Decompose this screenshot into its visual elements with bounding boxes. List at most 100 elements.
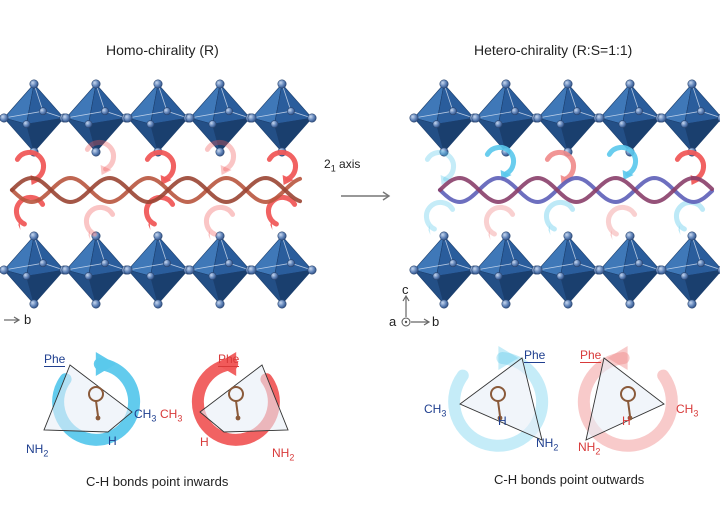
atom	[91, 299, 101, 309]
left-axis-indicator	[4, 316, 21, 324]
atom	[0, 265, 9, 275]
atom	[409, 265, 419, 275]
chiral-motif	[191, 352, 289, 446]
atom	[215, 299, 225, 309]
atom	[680, 120, 689, 129]
left-motif1-nh2-label: NH2	[26, 442, 49, 459]
oct-edge	[629, 235, 640, 264]
atom	[123, 113, 133, 123]
oct-edge	[157, 83, 168, 112]
bond	[497, 400, 501, 417]
atom	[84, 120, 93, 129]
octahedron	[0, 231, 69, 309]
arrow-head	[270, 220, 273, 230]
tetrahedron	[199, 364, 289, 433]
atom	[556, 272, 565, 281]
atom	[625, 299, 635, 309]
oct-edge	[219, 83, 230, 112]
right-helix-chains	[438, 175, 714, 205]
atom	[449, 259, 457, 268]
right-axis-a-label: a	[389, 314, 397, 329]
chiral-motif	[577, 346, 678, 452]
arrow-head	[678, 225, 681, 235]
atom	[146, 272, 155, 281]
atom	[625, 79, 635, 89]
octahedron	[61, 231, 131, 309]
atom	[533, 113, 543, 123]
atom	[409, 113, 419, 123]
atom	[618, 120, 627, 129]
octahedron	[247, 79, 317, 157]
oct-edge	[33, 235, 44, 264]
atom-dot	[95, 415, 101, 421]
atom	[471, 265, 481, 275]
atom	[573, 107, 581, 116]
atom	[123, 265, 133, 275]
oct-edge	[281, 235, 292, 264]
atom	[439, 147, 449, 157]
arrow-head	[18, 220, 21, 230]
octahedron	[185, 79, 255, 157]
right-motif1-phe-label: Phe	[524, 348, 546, 363]
atom	[501, 79, 511, 89]
atom-dot	[497, 415, 503, 421]
bond	[95, 400, 99, 417]
octahedron	[409, 231, 479, 309]
atom	[215, 231, 225, 241]
oct-edge	[443, 83, 454, 112]
left-motif1-h-label: H	[108, 434, 117, 448]
atom	[471, 113, 481, 123]
right-rotation-arrows	[423, 144, 707, 240]
oct-face	[684, 270, 720, 305]
right-caption: C-H bonds point outwards	[494, 472, 645, 487]
oct-face	[622, 269, 661, 305]
motif-arrow	[448, 352, 549, 452]
atom-dot	[627, 415, 633, 421]
atom	[687, 231, 697, 241]
atom	[270, 272, 279, 281]
rotation-arrow	[673, 199, 706, 232]
motif-arrow-head	[607, 346, 628, 370]
motif-arrow-head	[498, 346, 519, 370]
atom	[185, 113, 195, 123]
atom	[247, 113, 257, 123]
bond	[235, 400, 239, 417]
arrow-head	[100, 165, 112, 175]
atom	[717, 265, 720, 275]
atom	[208, 120, 217, 129]
atom	[29, 299, 39, 309]
arrow-head	[548, 225, 551, 235]
atom	[501, 299, 511, 309]
atom	[657, 265, 667, 275]
atom	[215, 79, 225, 89]
right-top-octahedra-layer	[409, 79, 720, 157]
oct-face	[436, 117, 475, 153]
oct-edge	[443, 235, 454, 264]
bond	[627, 400, 631, 417]
rotation-arrow	[266, 149, 299, 182]
atom	[61, 113, 71, 123]
rotation-arrow	[203, 204, 236, 237]
octahedron	[185, 231, 255, 309]
atom	[680, 272, 689, 281]
rotation-arrow	[204, 139, 237, 172]
atom	[22, 120, 31, 129]
motif-arrow	[577, 352, 678, 452]
atom	[153, 79, 163, 89]
atom	[101, 259, 109, 268]
oct-face	[26, 269, 65, 305]
helix-strand	[438, 175, 714, 205]
tetrahedron	[459, 357, 543, 441]
octahedron	[247, 231, 317, 309]
rotation-arrow	[14, 149, 47, 182]
screw-axis-label: 21 axis	[324, 157, 361, 174]
atom	[247, 265, 257, 275]
atom	[277, 299, 287, 309]
rotation-arrow	[674, 149, 707, 182]
atom	[153, 299, 163, 309]
atom	[697, 107, 705, 116]
right-motif1-h-label: H	[498, 414, 507, 428]
tetrahedron	[585, 357, 665, 441]
oct-face	[274, 269, 313, 305]
